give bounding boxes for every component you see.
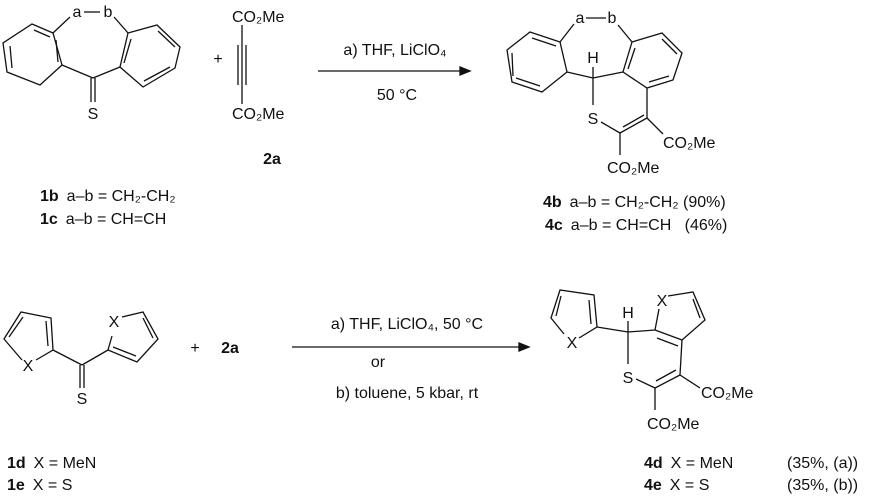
conditions-a: a) THF, LiClO₄, 50 °C	[331, 316, 483, 333]
svg-text:4dX = MeN: 4d X = MeN	[644, 455, 733, 472]
compound-id: 4b	[543, 194, 562, 211]
heteroatom-x-left: X	[567, 335, 578, 352]
compound-id: 4c	[545, 217, 563, 234]
reactant-variants-1: 1b a–b = CH₂-CH₂ 1c a–b = CH=CH	[40, 188, 176, 228]
svg-text:4ca–b = CH=CH (46%): 4c a–b = CH=CH (46%)	[545, 217, 727, 234]
yield-text: (35%, (a))	[787, 455, 858, 472]
compound-id: 1c	[40, 211, 58, 228]
variant-text: a–b = CH₂-CH₂	[67, 188, 176, 205]
reactant-1d-1e-structure: X X S	[3, 311, 159, 408]
svg-text:1dX = MeN: 1d X = MeN	[7, 455, 96, 472]
ring-sulfur: S	[623, 370, 634, 387]
ester-bottom: CO₂Me	[607, 160, 660, 177]
product-4d-4e-structure: X X H S CO₂Me CO₂Me	[550, 289, 754, 433]
svg-text:4eX = S: 4e X = S	[644, 477, 709, 494]
ester-right: CO₂Me	[701, 385, 754, 402]
ester-top: CO₂Me	[232, 9, 285, 26]
ester-right: CO₂Me	[663, 135, 716, 152]
variant-text: X = S	[670, 477, 710, 494]
svg-text:1ca–b = CH=CH: 1c a–b = CH=CH	[40, 211, 166, 228]
hydrogen-label: H	[587, 50, 599, 67]
compound-label-2a: 2a	[263, 151, 281, 168]
heteroatom-x-left: X	[23, 358, 34, 375]
bridge-atom-b: b	[104, 4, 113, 21]
reaction-arrow-2: a) THF, LiClO₄, 50 °C or b) toluene, 5 k…	[292, 316, 531, 402]
svg-text:1ba–b = CH₂-CH₂: 1b a–b = CH₂-CH₂	[40, 188, 176, 205]
compound-id: 4e	[644, 477, 662, 494]
svg-text:4ba–b = CH₂-CH₂ (90%): 4b a–b = CH₂-CH₂ (90%)	[543, 194, 726, 211]
heteroatom-x-right: X	[657, 293, 668, 310]
variant-text: X = MeN	[671, 455, 734, 472]
reactant-2a-structure: CO₂Me CO₂Me 2a	[232, 9, 285, 168]
bridge-atom-a: a	[576, 10, 585, 27]
ester-bottom: CO₂Me	[232, 106, 285, 123]
compound-id: 1e	[7, 477, 25, 494]
plus-sign: +	[213, 51, 222, 68]
hydrogen-label: H	[622, 305, 634, 322]
reactant-variants-2: 1d X = MeN 1e X = S	[7, 455, 96, 494]
variant-text: a–b = CH₂-CH₂ (90%)	[570, 194, 726, 211]
reaction-arrow-1: a) THF, LiClO₄ 50 °C	[318, 42, 472, 104]
compound-id: 1b	[40, 188, 59, 205]
conditions-or: or	[371, 354, 386, 371]
thione-sulfur: S	[88, 106, 99, 123]
compound-id: 1d	[7, 455, 26, 472]
compound-label-2a: 2a	[221, 340, 239, 357]
yield-text: (35%, (b))	[787, 477, 858, 494]
bridge-atom-b: b	[608, 10, 617, 27]
reactant-1b-1c-structure: a b S	[2, 4, 181, 123]
conditions-b: b) toluene, 5 kbar, rt	[336, 385, 479, 402]
variant-text: a–b = CH=CH (46%)	[571, 217, 728, 234]
compound-id: 4d	[644, 455, 663, 472]
plus-sign: +	[190, 340, 199, 357]
heteroatom-x-right: X	[109, 314, 120, 331]
conditions-above: a) THF, LiClO₄	[343, 42, 446, 59]
ring-sulfur: S	[588, 111, 599, 128]
ester-bottom: CO₂Me	[647, 416, 700, 433]
svg-text:1eX = S: 1e X = S	[7, 477, 72, 494]
bridge-atom-a: a	[73, 4, 82, 21]
variant-text: X = MeN	[34, 455, 97, 472]
thione-sulfur: S	[77, 391, 88, 408]
product-variants-2: 4d X = MeN (35%, (a)) 4e X = S (35%, (b))	[644, 455, 858, 494]
product-4b-4c-structure: a b H S CO₂Me CO₂Me	[506, 10, 716, 177]
product-variants-1: 4b a–b = CH₂-CH₂ (90%) 4c a–b = CH=CH (46%…	[543, 194, 727, 234]
variant-text: X = S	[33, 477, 73, 494]
conditions-below: 50 °C	[377, 87, 417, 104]
variant-text: a–b = CH=CH	[66, 211, 167, 228]
